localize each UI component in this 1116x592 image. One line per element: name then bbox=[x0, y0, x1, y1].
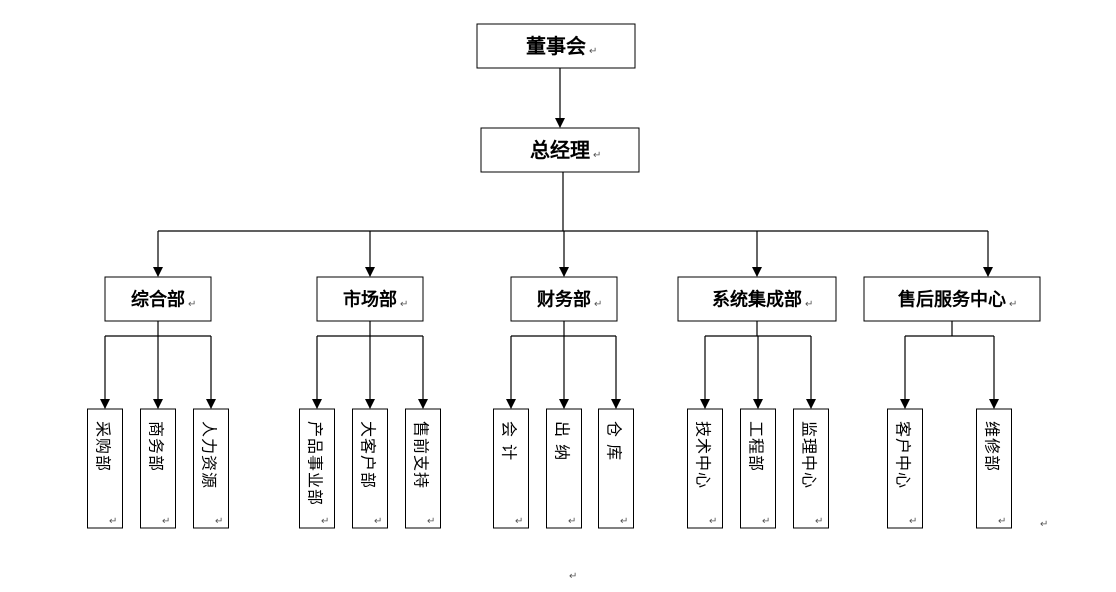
dept-5-child-2-box bbox=[976, 408, 1012, 529]
dept-4-box bbox=[677, 276, 837, 322]
dept-2-paragraph-mark: ↵ bbox=[400, 299, 408, 310]
manager-box-label: 总经理 bbox=[530, 138, 590, 162]
dept-4-child-1-paragraph-mark: ↵ bbox=[709, 516, 717, 527]
dept-4-child-1-label: 技术中心 bbox=[694, 421, 713, 489]
dept-4-child-2: 工程部 ↵ bbox=[740, 408, 776, 529]
dept-4-child-3-label: 监理中心 bbox=[800, 421, 819, 489]
dept-3-child-1-box bbox=[493, 408, 529, 529]
paragraph-mark-right: ↵ bbox=[1040, 519, 1048, 530]
dept-5-paragraph-mark: ↵ bbox=[1009, 299, 1017, 310]
dept-2-box bbox=[316, 276, 424, 322]
dept-5-child-1-label: 客户中心 bbox=[894, 421, 913, 489]
dept-5-child-2: 维修部 ↵ bbox=[976, 408, 1012, 529]
dept-3-label: 财务部 bbox=[537, 288, 591, 310]
dept-2-child-1: 产品事业部 ↵ bbox=[299, 408, 335, 529]
dept-2-child-2: 大客户部 ↵ bbox=[352, 408, 388, 529]
dept-1-child-2: 商务部 ↵ bbox=[140, 408, 176, 529]
dept-5-child-1-box bbox=[887, 408, 923, 529]
dept-3-child-1-label: 会 计 bbox=[500, 421, 519, 461]
board-box-paragraph-mark: ↵ bbox=[589, 46, 597, 57]
dept-2-child-1-label: 产品事业部 bbox=[306, 421, 325, 506]
dept-3-child-1-paragraph-mark: ↵ bbox=[515, 516, 523, 527]
dept-2-child-3-paragraph-mark: ↵ bbox=[427, 516, 435, 527]
nodes: 董事会↵总经理↵综合部↵采购部↵商务部↵人力资源↵市场部↵产品事业部↵大客户部↵… bbox=[87, 23, 1048, 582]
dept-2-child-1-paragraph-mark: ↵ bbox=[321, 516, 329, 527]
manager-box: 总经理↵ bbox=[480, 127, 640, 173]
dept-3-child-2-paragraph-mark: ↵ bbox=[568, 516, 576, 527]
dept-3-paragraph-mark: ↵ bbox=[594, 299, 602, 310]
paragraph-mark-bottom: ↵ bbox=[569, 571, 577, 582]
dept-5-child-1: 客户中心 ↵ bbox=[887, 408, 923, 529]
dept-2-child-2-label: 大客户部 bbox=[359, 421, 378, 489]
dept-4-child-2-paragraph-mark: ↵ bbox=[762, 516, 770, 527]
dept-3-child-2: 出 纳 ↵ bbox=[546, 408, 582, 529]
dept-4-child-1: 技术中心 ↵ bbox=[687, 408, 723, 529]
dept-4: 系统集成部↵ bbox=[677, 276, 837, 322]
dept-5: 售后服务中心↵ bbox=[863, 276, 1041, 322]
dept-4-child-1-box bbox=[687, 408, 723, 529]
dept-4-child-3-paragraph-mark: ↵ bbox=[815, 516, 823, 527]
dept-1-label: 综合部 bbox=[131, 288, 185, 310]
dept-1-box bbox=[104, 276, 212, 322]
dept-1-child-2-box bbox=[140, 408, 176, 529]
dept-3-child-2-box bbox=[546, 408, 582, 529]
dept-1-child-2-paragraph-mark: ↵ bbox=[162, 516, 170, 527]
dept-2-child-3-box bbox=[405, 408, 441, 529]
dept-1-child-1-box bbox=[87, 408, 123, 529]
dept-5-child-2-label: 维修部 bbox=[983, 421, 1002, 472]
dept-5-label: 售后服务中心 bbox=[898, 288, 1006, 310]
board-box: 董事会↵ bbox=[476, 23, 636, 69]
dept-4-child-2-label: 工程部 bbox=[747, 421, 766, 472]
board-box-box bbox=[476, 23, 636, 69]
dept-1-child-3-box bbox=[193, 408, 229, 529]
manager-box-box bbox=[480, 127, 640, 173]
dept-4-child-3-box bbox=[793, 408, 829, 529]
dept-1-child-1-paragraph-mark: ↵ bbox=[109, 516, 117, 527]
dept-3: 财务部↵ bbox=[510, 276, 618, 322]
dept-3-child-3-label: 仓 库 bbox=[605, 421, 624, 461]
dept-3-box bbox=[510, 276, 618, 322]
dept-3-child-3-box bbox=[598, 408, 634, 529]
dept-1-child-1-label: 采购部 bbox=[94, 421, 113, 472]
dept-3-child-2-label: 出 纳 bbox=[553, 421, 572, 461]
connector-lines bbox=[100, 68, 999, 409]
dept-4-child-2-box bbox=[740, 408, 776, 529]
dept-5-child-2-paragraph-mark: ↵ bbox=[998, 516, 1006, 527]
dept-5-child-1-paragraph-mark: ↵ bbox=[909, 516, 917, 527]
dept-3-child-3: 仓 库 ↵ bbox=[598, 408, 634, 529]
dept-4-label: 系统集成部 bbox=[712, 288, 802, 310]
dept-1-child-1: 采购部 ↵ bbox=[87, 408, 123, 529]
dept-5-box bbox=[863, 276, 1041, 322]
board-box-label: 董事会 bbox=[526, 34, 586, 58]
dept-4-child-3: 监理中心 ↵ bbox=[793, 408, 829, 529]
dept-1-child-3-label: 人力资源 bbox=[200, 421, 219, 489]
dept-2-child-2-box bbox=[352, 408, 388, 529]
dept-2-child-1-box bbox=[299, 408, 335, 529]
dept-3-child-1: 会 计 ↵ bbox=[493, 408, 529, 529]
dept-1-paragraph-mark: ↵ bbox=[188, 299, 196, 310]
dept-2-label: 市场部 bbox=[343, 288, 397, 310]
dept-2-child-3-label: 售前支持 bbox=[412, 421, 431, 489]
dept-1-child-3: 人力资源 ↵ bbox=[193, 408, 229, 529]
dept-1-child-3-paragraph-mark: ↵ bbox=[215, 516, 223, 527]
dept-2-child-3: 售前支持 ↵ bbox=[405, 408, 441, 529]
dept-3-child-3-paragraph-mark: ↵ bbox=[620, 516, 628, 527]
manager-box-paragraph-mark: ↵ bbox=[593, 150, 601, 161]
dept-1: 综合部↵ bbox=[104, 276, 212, 322]
dept-2-child-2-paragraph-mark: ↵ bbox=[374, 516, 382, 527]
dept-1-child-2-label: 商务部 bbox=[147, 421, 166, 472]
dept-2: 市场部↵ bbox=[316, 276, 424, 322]
dept-4-paragraph-mark: ↵ bbox=[805, 299, 813, 310]
